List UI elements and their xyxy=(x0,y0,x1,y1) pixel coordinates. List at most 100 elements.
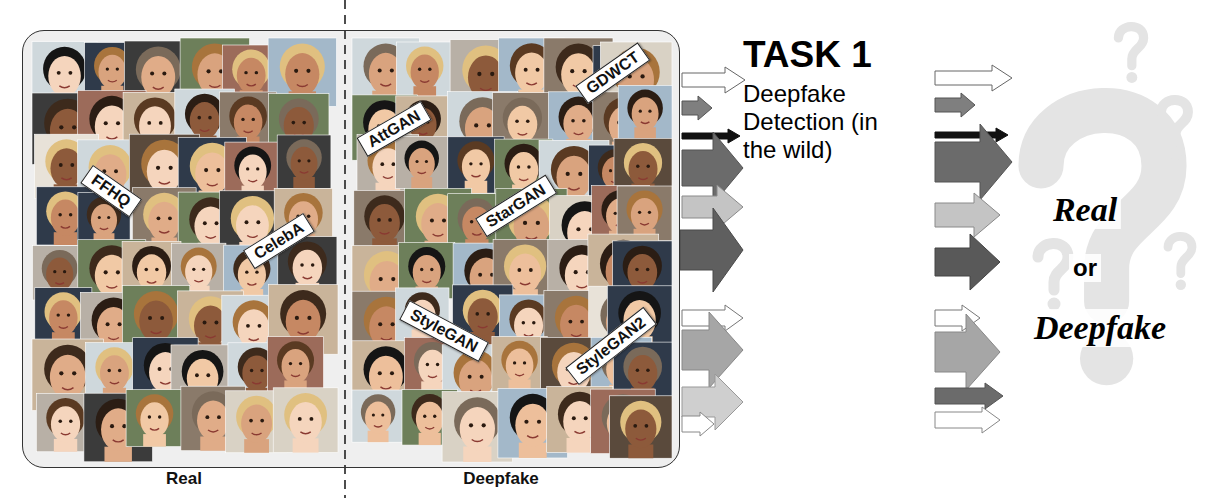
eye xyxy=(381,413,384,416)
eye xyxy=(59,125,63,129)
eye xyxy=(214,321,218,325)
eye xyxy=(295,316,299,320)
mouth xyxy=(153,87,164,89)
eye xyxy=(300,263,304,267)
mouth xyxy=(244,131,253,133)
eye xyxy=(522,321,525,324)
face xyxy=(50,355,86,399)
eye xyxy=(436,363,439,366)
face xyxy=(629,151,658,187)
flow-arrow xyxy=(682,96,712,120)
mouth xyxy=(526,237,537,239)
flow-arrow xyxy=(682,132,743,204)
mouth xyxy=(568,188,579,190)
tag-label: StyleGAN2 xyxy=(573,313,649,378)
eye xyxy=(517,268,521,272)
photo-ground xyxy=(396,136,448,188)
face xyxy=(506,349,534,383)
flow-arrow xyxy=(935,193,1000,237)
mouth xyxy=(519,179,528,181)
eye xyxy=(470,220,473,223)
eye xyxy=(571,119,575,123)
eye xyxy=(208,116,212,120)
eye xyxy=(156,166,160,170)
eye xyxy=(294,69,298,73)
flow-arrow xyxy=(682,67,745,93)
eye xyxy=(482,423,486,427)
face xyxy=(289,402,321,442)
mouth xyxy=(208,430,218,432)
task-box: TASK 1Deepfake Detection (in the wild) xyxy=(743,35,957,462)
mouth xyxy=(59,86,69,88)
eye xyxy=(388,218,392,222)
eye xyxy=(63,270,66,273)
eye xyxy=(378,68,382,72)
eye xyxy=(377,218,381,222)
flow-arrow xyxy=(682,412,714,436)
mouth xyxy=(518,133,528,135)
mouth xyxy=(380,387,391,389)
eye xyxy=(205,415,209,419)
eye xyxy=(490,72,494,76)
eye xyxy=(392,162,396,166)
task-title: TASK 1 xyxy=(743,35,957,76)
eye xyxy=(116,121,120,125)
tag-label: StyleGAN xyxy=(407,306,481,357)
small-question-mark xyxy=(1161,100,1188,160)
mouth xyxy=(207,184,218,186)
mouth xyxy=(383,177,393,179)
mouth xyxy=(576,286,587,288)
mouth xyxy=(374,425,382,427)
eye xyxy=(203,321,207,325)
photo-ground xyxy=(610,396,672,458)
eye xyxy=(423,415,426,418)
eye xyxy=(98,216,101,219)
eye xyxy=(106,322,110,326)
mouth xyxy=(108,80,117,82)
eye xyxy=(513,361,516,364)
eye xyxy=(203,221,207,225)
mouth xyxy=(471,175,480,177)
face-photo xyxy=(396,136,448,188)
task-description: Deepfake Detection (in the wild) xyxy=(743,80,915,165)
generator-tag: GDWCT xyxy=(575,42,650,104)
eye xyxy=(636,368,640,372)
eye xyxy=(206,69,210,73)
eye xyxy=(56,313,59,316)
eye xyxy=(515,120,519,124)
eye xyxy=(107,216,110,219)
photo-ground xyxy=(617,186,672,241)
eye xyxy=(118,322,122,326)
eye xyxy=(474,123,478,127)
mouth xyxy=(247,84,256,86)
mouth xyxy=(520,283,530,285)
eye xyxy=(425,160,428,163)
mouth xyxy=(205,336,216,338)
photo-ground xyxy=(352,390,404,442)
face xyxy=(91,204,117,236)
eye xyxy=(646,268,650,272)
eye xyxy=(59,420,63,424)
face-photo xyxy=(277,135,331,189)
photo-ground xyxy=(273,388,338,453)
eye xyxy=(537,420,541,424)
eye xyxy=(59,371,63,375)
mouth xyxy=(638,178,647,180)
face xyxy=(49,300,78,335)
eye xyxy=(246,167,249,170)
eye xyxy=(72,371,76,375)
tag-label: CelebA xyxy=(251,219,307,263)
mouth xyxy=(55,283,64,285)
flow-arrow xyxy=(935,124,1012,200)
eye xyxy=(309,417,313,421)
eye xyxy=(260,369,263,372)
eye xyxy=(159,121,163,125)
face xyxy=(416,402,444,436)
eye xyxy=(250,369,253,372)
output-class: Real xyxy=(1049,191,1121,229)
face-photo xyxy=(268,337,324,393)
mouth xyxy=(159,231,169,233)
mouth xyxy=(113,440,124,442)
eye xyxy=(380,162,384,166)
eye xyxy=(292,121,296,125)
